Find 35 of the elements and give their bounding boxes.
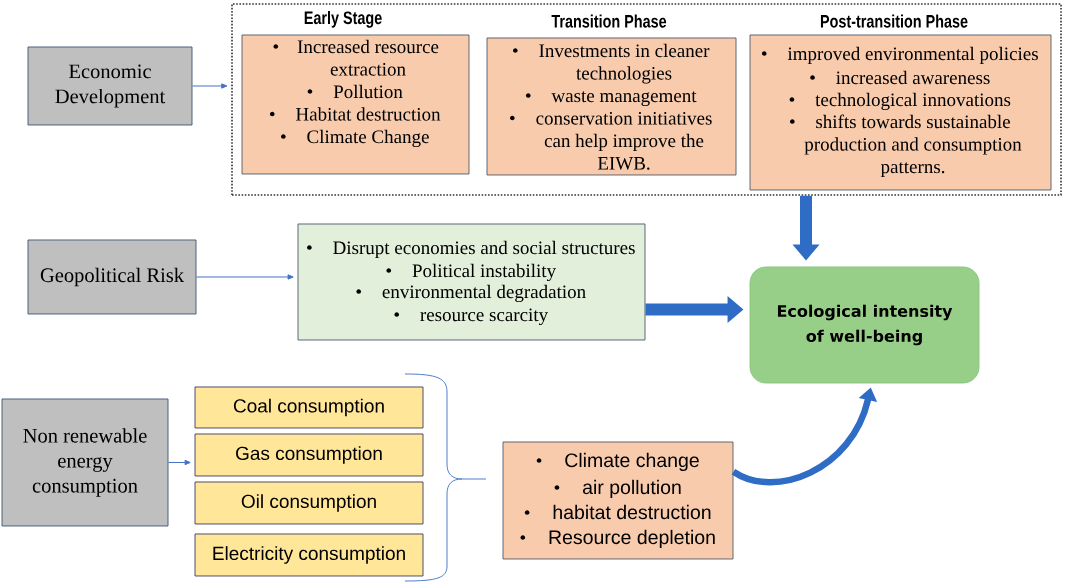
phase-heading: Early Stage bbox=[304, 10, 382, 28]
source-box: Electricity consumption bbox=[194, 533, 424, 577]
list-item: waste management bbox=[551, 91, 697, 107]
list-item: air pollution bbox=[582, 479, 681, 499]
list-item: Disrupt economies and social structures bbox=[333, 240, 635, 259]
list-item: Pollution bbox=[333, 84, 403, 99]
arrow bbox=[167, 459, 191, 466]
list-item: Resource depletion bbox=[549, 529, 715, 549]
list-item: Climate change bbox=[565, 452, 699, 472]
list-item: resource scarcity bbox=[420, 308, 549, 326]
arrow bbox=[195, 274, 294, 280]
list-item: improved environmental policies bbox=[787, 46, 1038, 65]
dotted-frame bbox=[231, 3, 1062, 196]
list-box bbox=[502, 441, 734, 560]
list-item: Habitat destruction bbox=[296, 107, 441, 121]
source-box: Oil consumption bbox=[194, 481, 424, 525]
list-box bbox=[297, 223, 646, 341]
list-item: environmental degradation bbox=[382, 284, 586, 303]
outcome-box: Ecological intensity of well-being bbox=[749, 266, 980, 384]
list-item: shifts towards sustainable production and consumption patterns. bbox=[804, 114, 1022, 178]
driver-box: Economic Development bbox=[27, 46, 193, 126]
arrow bbox=[191, 83, 228, 89]
list-item: conservation initiatives can help improve the EIWB. bbox=[536, 111, 712, 170]
driver-box: Geopolitical Risk bbox=[27, 239, 197, 315]
phase-heading: Transition Phase bbox=[551, 14, 667, 28]
list-item: increased awareness bbox=[836, 70, 990, 85]
list-item: Climate Change bbox=[307, 129, 429, 148]
list-item: habitat destruction bbox=[553, 504, 711, 520]
list-item: Increased resource extraction bbox=[297, 39, 439, 76]
list-item: Political instability bbox=[412, 263, 556, 282]
list-item: technological innovations bbox=[815, 92, 1011, 111]
source-box: Gas consumption bbox=[194, 433, 424, 477]
driver-box: Non renewable energy consumption bbox=[1, 398, 169, 527]
phase-heading: Post-transition Phase bbox=[820, 14, 968, 28]
source-box: Coal consumption bbox=[194, 386, 424, 429]
